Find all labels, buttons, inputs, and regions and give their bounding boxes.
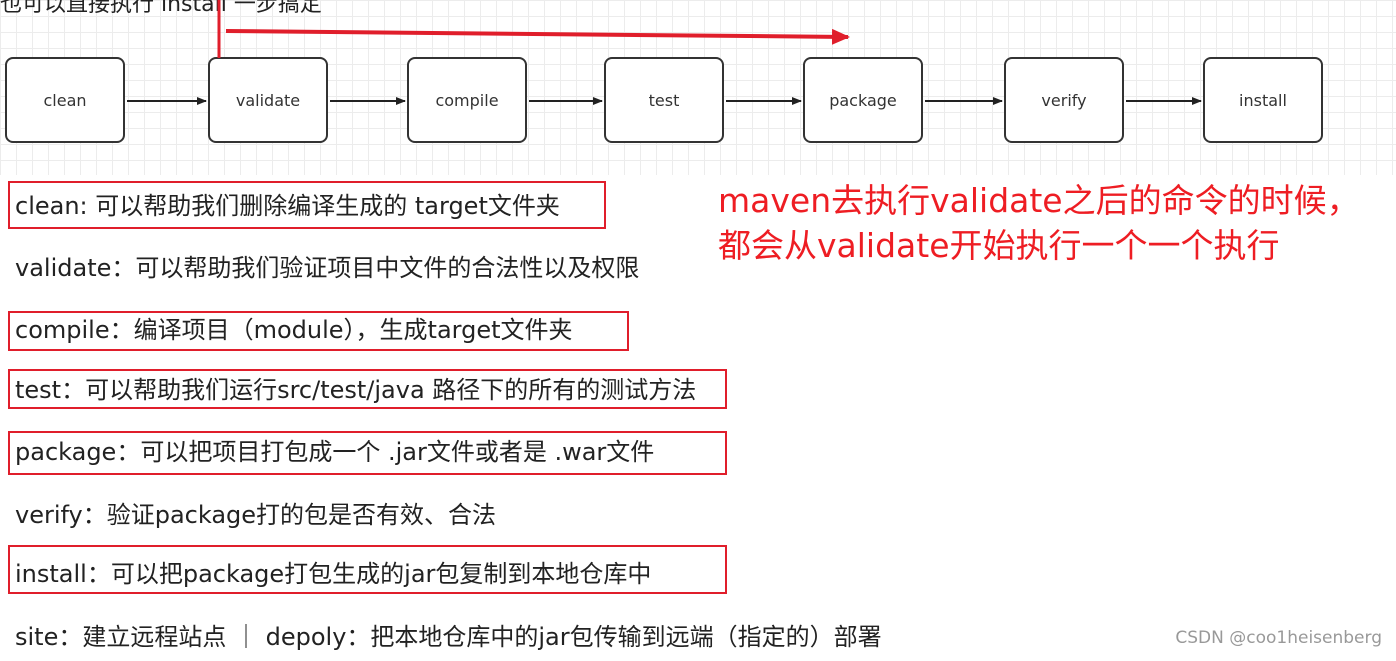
highlight-box-compile (8, 311, 629, 351)
note-line-1: maven去执行validate之后的命令的时候， (718, 181, 1360, 220)
phase-label: verify (1041, 90, 1087, 110)
desc-validate: validate：可以帮助我们验证项目中文件的合法性以及权限 (15, 254, 640, 282)
diagram-arrows (127, 0, 1202, 105)
phase-package: package (803, 57, 923, 143)
phase-label: package (829, 90, 897, 110)
phase-validate: validate (208, 57, 328, 143)
phase-label: clean (43, 90, 87, 110)
note-line-2: 都会从validate开始执行一个一个执行 (718, 226, 1280, 265)
desc-compile: compile：编译项目（module），生成target文件夹 (15, 316, 573, 344)
highlight-box-package (8, 431, 727, 475)
phase-compile: compile (407, 57, 527, 143)
phase-verify: verify (1004, 57, 1124, 143)
desc-verify: verify：验证package打的包是否有效、合法 (15, 501, 497, 529)
desc-clean: clean: 可以帮助我们删除编译生成的 target文件夹 (15, 192, 560, 220)
desc-test: test：可以帮助我们运行src/test/java 路径下的所有的测试方法 (15, 376, 697, 404)
highlight-box-test (8, 369, 727, 409)
top-caption: 也可以直接执行 install 一步搞定 (0, 0, 322, 17)
desc-install: install：可以把package打包生成的jar包复制到本地仓库中 (15, 560, 652, 588)
phase-clean: clean (5, 57, 125, 143)
red-execution-arrow (225, 28, 850, 45)
desc-package: package：可以把项目打包成一个 .jar文件或者是 .war文件 (15, 438, 655, 466)
phase-install: install (1203, 57, 1323, 143)
phase-label: validate (235, 90, 301, 110)
phase-label: test (648, 90, 680, 110)
phase-test: test (604, 57, 724, 143)
phase-label: install (1239, 90, 1287, 110)
phase-label: compile (435, 90, 499, 110)
watermark: CSDN @coo1heisenberg (1175, 628, 1382, 648)
desc-site-deploy: site：建立远程站点 ｜ depoly：把本地仓库中的jar包传输到远端（指定… (15, 623, 882, 651)
highlight-box-clean (8, 181, 606, 229)
highlight-box-install (8, 545, 727, 594)
